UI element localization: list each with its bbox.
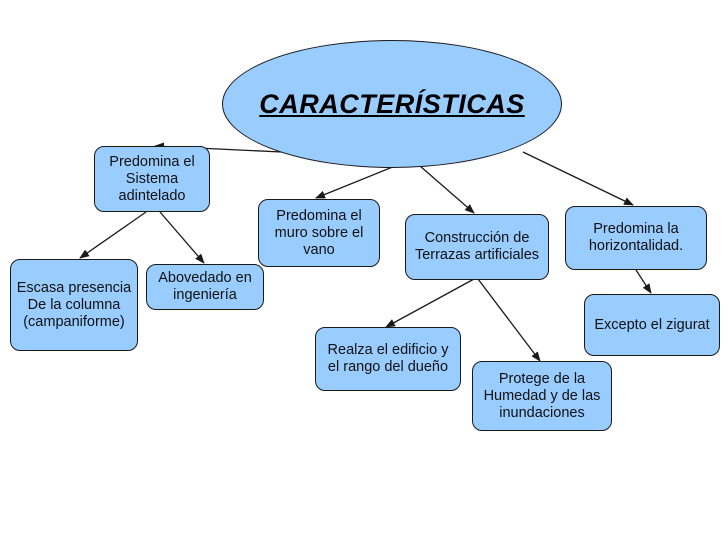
link-root-muro	[315, 165, 396, 199]
link-root-horizontalidad	[522, 151, 634, 206]
root-label: CARACTERÍSTICAS	[259, 88, 525, 119]
node-excepto-zigurat: Excepto el zigurat	[584, 294, 720, 356]
node-predomina-sistema: Predomina el Sistema adintelado	[94, 146, 210, 212]
link-sistema-abovedado	[159, 211, 205, 264]
node-escasa-presencia: Escasa presencia De la columna (campanif…	[10, 259, 138, 351]
node-abovedado: Abovedado en ingeniería	[146, 264, 264, 310]
link-terrazas-realza	[385, 278, 475, 328]
link-root-terrazas	[419, 165, 475, 214]
node-protege-humedad: Protege de la Humedad y de las inundacio…	[472, 361, 612, 431]
link-terrazas-protege	[477, 278, 541, 362]
link-horizontalidad-zigurat	[635, 269, 652, 294]
node-horizontalidad: Predomina la horizontalidad.	[565, 206, 707, 270]
link-sistema-escasa	[79, 211, 147, 259]
node-muro-vano: Predomina el muro sobre el vano	[258, 199, 380, 267]
root-node: CARACTERÍSTICAS	[222, 40, 562, 168]
node-realza-edificio: Realza el edificio y el rango del dueño	[315, 327, 461, 391]
node-construccion-terrazas: Construcción de Terrazas artificiales	[405, 214, 549, 280]
